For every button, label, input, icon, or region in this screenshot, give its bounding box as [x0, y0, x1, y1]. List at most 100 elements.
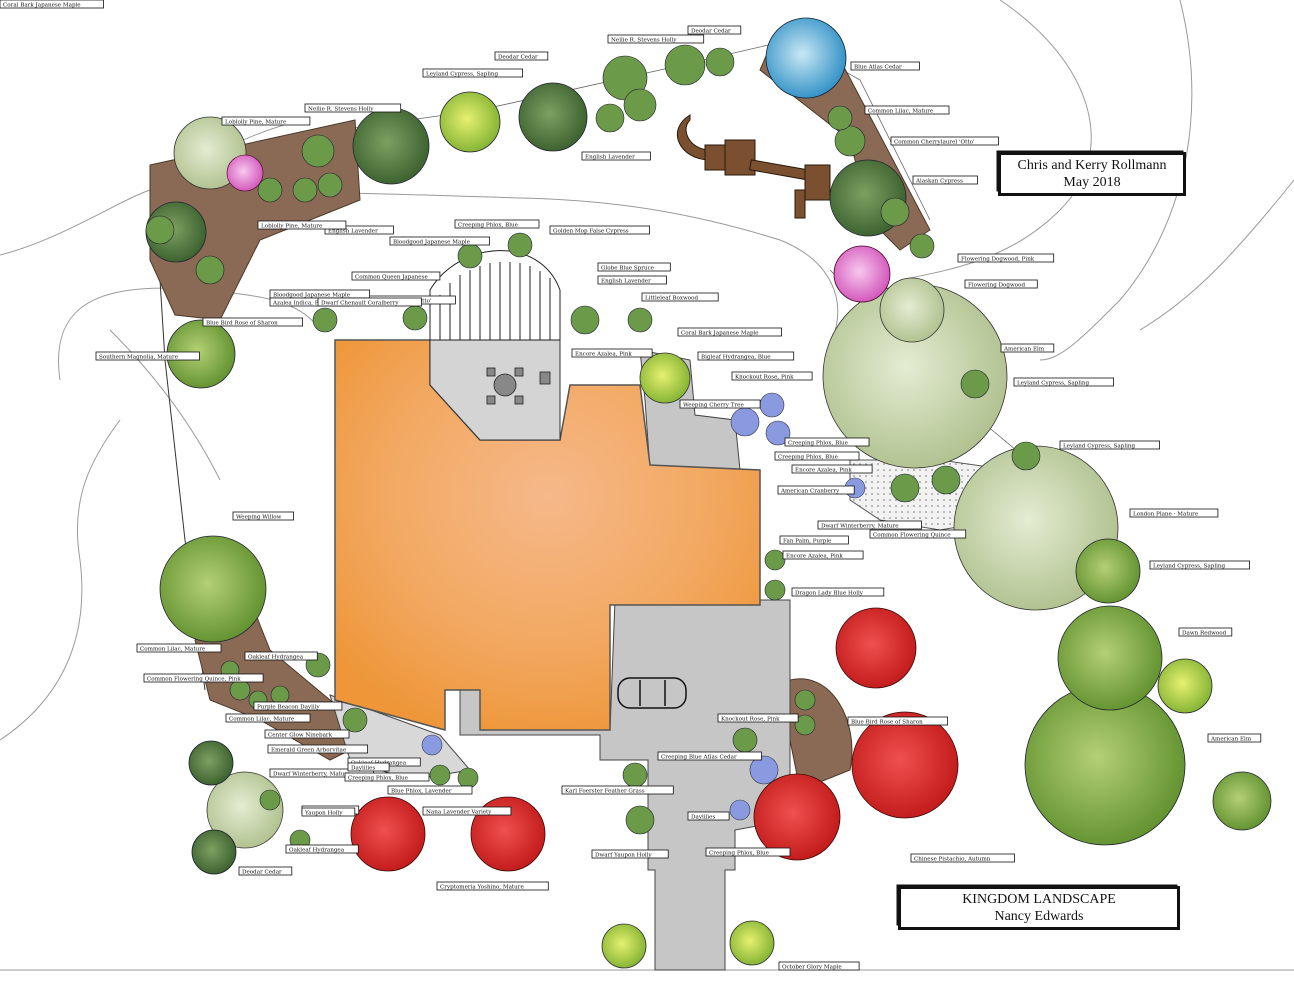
plant-label-text: Creeping Phlox, Blue: [709, 850, 770, 856]
plant-label: Common Cherrylaurel 'Otto': [890, 136, 999, 146]
plant-label: English Lavender: [581, 151, 651, 161]
patio-furniture: [486, 367, 551, 405]
plant-label-box: [232, 511, 294, 521]
plant-label-box: [774, 451, 860, 461]
plant-label: Fan Palm, Purple: [779, 535, 849, 545]
plant-label-text: Bigleaf Hydrangea, Blue: [701, 354, 771, 360]
plant-label-box: [791, 587, 885, 597]
plant-label-box: [225, 713, 311, 723]
plant-label-box: [436, 881, 549, 891]
plant-label: Encore Azalea, Pink: [782, 550, 864, 560]
plant-label-text: Nana Lavender Variety: [426, 809, 492, 815]
plant-label: Creeping Phlox, Blue: [784, 437, 870, 447]
plant-label-box: [244, 651, 318, 661]
plant-label-text: Coral Bark Japanese Maple: [3, 2, 81, 8]
plant-label: Loblolly Pine, Mature: [257, 220, 347, 230]
plant-label: Globe Blue Spruce: [597, 262, 671, 272]
plant-label-text: Karl Foerster Feather Grass: [565, 788, 645, 794]
plant-label-text: Fan Palm, Purple: [783, 538, 832, 544]
plant-label-text: American Elm: [1210, 736, 1252, 742]
plant-label-box: [571, 348, 653, 358]
plant-label: Leyland Cypress, Sapling: [1149, 560, 1250, 570]
plant-label: Common Lilac, Mature: [225, 713, 311, 723]
plant-label-box: [454, 219, 540, 229]
plant-label: Creeping Phlox, Blue: [774, 451, 860, 461]
plant-label-text: Blue Atlas Cedar: [854, 64, 902, 70]
plant-label-text: Knockout Rose, Pink: [721, 716, 780, 722]
plant-label: Deodar Cedar: [494, 51, 549, 61]
plant-label-box: [687, 811, 730, 821]
plant-label: Center Glow Ninebark: [264, 729, 350, 739]
owner-name: Chris and Kerry Rollmann: [1017, 158, 1167, 173]
plant-label-box: [1059, 440, 1160, 450]
plant-label-box: [607, 34, 705, 44]
plant-label: Flowering Dogwood, Pink: [957, 253, 1055, 263]
plant-label-text: Common Queen Japanese: [355, 274, 428, 280]
plant-label-box: [791, 464, 873, 474]
plant-label: Nellie R. Stevens Holly: [607, 34, 705, 44]
plant-label-box: [731, 371, 813, 381]
plant-label: Creeping Blue Atlas Cedar: [657, 751, 762, 761]
plant-label-box: [136, 643, 222, 653]
plant-label-text: Flowering Dogwood: [968, 282, 1026, 288]
plant-label-box: [869, 529, 967, 539]
plant-label-text: October Glory Maple: [782, 964, 842, 970]
plant-label-box: [351, 271, 441, 281]
plant-label: Common Lilac, Mature: [136, 643, 222, 653]
plant-label-box: [957, 253, 1055, 263]
plant-label-text: Nellie R. Stevens Holly: [308, 106, 374, 112]
plant-label-box: [782, 550, 864, 560]
plant-label-text: Chinese Pistachio, Autumn: [914, 856, 991, 862]
plant-label: Blue Bird Rose of Sharon: [202, 317, 303, 327]
plant-label-text: English Lavender: [601, 278, 651, 284]
plant-label: Deodar Cedar: [238, 866, 293, 876]
plant-label-text: Southern Magnolia, Mature: [99, 354, 179, 360]
plant-label-text: Encore Azalea, Pink: [786, 553, 843, 559]
plant-label-box: [657, 751, 762, 761]
plant-label: Encore Azalea, Pink: [571, 348, 653, 358]
plant-label: Creeping Phlox, Blue: [454, 219, 540, 229]
plant-label-box: [1013, 377, 1114, 387]
plant-label-box: [344, 772, 430, 782]
plant-label-box: [705, 847, 791, 857]
plant-label: Knockout Rose, Pink: [731, 371, 813, 381]
plant-label-text: Purple Beacon Daylily: [257, 704, 320, 710]
plant-label: Oakleaf Hydrangea: [244, 651, 318, 661]
plant-label: Southern Magnolia, Mature: [95, 351, 200, 361]
plant-label-box: [910, 853, 1015, 863]
plant-label-text: Dwarf Chenault Coralberry: [321, 300, 399, 306]
plant-label: Encore Azalea, Pink: [791, 464, 873, 474]
plant-label: Yaupon Holly: [301, 807, 356, 817]
plant-label-box: [890, 136, 999, 146]
plant-label-text: Globe Blue Spruce: [601, 265, 655, 271]
plant-label: Bloodgood Japanese Maple: [269, 289, 370, 299]
plant-label-box: [591, 849, 669, 859]
plant-label-text: Leyland Cypress, Sapling: [426, 71, 499, 77]
plant-label: Alaskan Cypress: [912, 175, 978, 185]
plant-label-box: [253, 701, 343, 711]
plant-label: Leyland Cypress, Sapling: [1013, 377, 1114, 387]
plant-label-box: [864, 105, 950, 115]
designer-name: Nancy Edwards: [994, 909, 1084, 924]
plant-label: Dwarf Chenault Coralberry: [317, 297, 422, 307]
plant-label-box: [641, 292, 719, 302]
plant-label-box: [817, 520, 922, 530]
plant-label-text: Deodar Cedar: [691, 28, 731, 34]
plant-label-box: [697, 351, 795, 361]
plant-label-box: [238, 866, 293, 876]
plant-label: Purple Beacon Daylily: [253, 701, 343, 711]
plant-label: Knockout Rose, Pink: [717, 713, 799, 723]
plant-label: Coral Bark Japanese Maple: [0, 0, 104, 9]
plant-label-text: Oakleaf Hydrangea: [248, 654, 304, 660]
plant-label-text: Leyland Cypress, Sapling: [1153, 563, 1226, 569]
plant-label-text: Creeping Blue Atlas Cedar: [661, 754, 737, 760]
plant-label: Blue Bird Rose of Sharon: [847, 716, 948, 726]
plant-label-text: Common Lilac, Mature: [868, 108, 934, 114]
plant-label: Blue Atlas Cedar: [850, 61, 920, 71]
plant-label-text: Deodar Cedar: [242, 869, 282, 875]
plant-label-text: Coral Bark Japanese Maple: [681, 330, 759, 336]
plant-label-text: Littleleaf Boxwood: [645, 295, 699, 301]
plant-label: Oakleaf Hydrangea: [285, 844, 359, 854]
